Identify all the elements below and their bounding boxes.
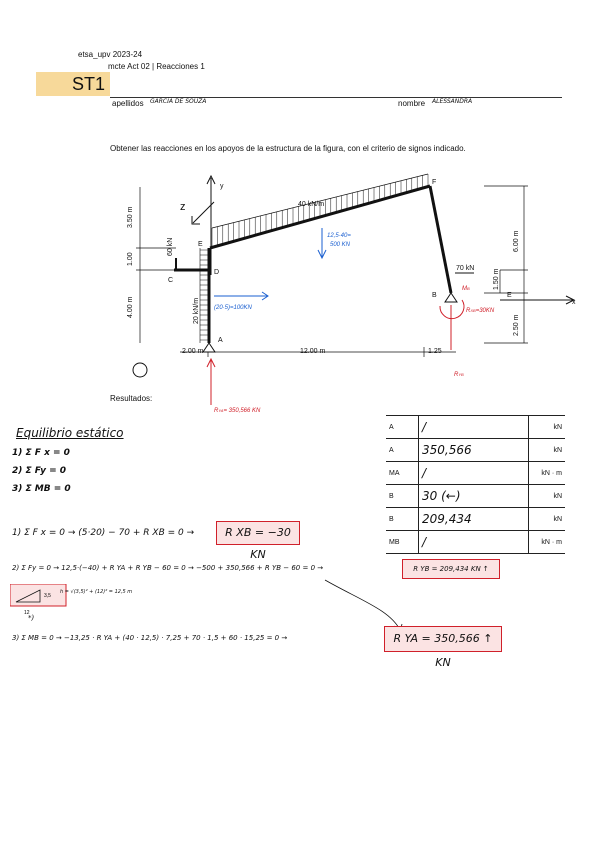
svg-text:RXB=30KN: RXB=30KN xyxy=(466,308,495,314)
mb-arc xyxy=(439,299,465,320)
step2-qmark: *) xyxy=(28,614,35,622)
eq2: 2) Σ Fy = 0 xyxy=(12,466,67,476)
y-axis-arrow xyxy=(206,174,216,185)
dim-right-2: 1.50 m xyxy=(493,268,500,290)
support-a xyxy=(202,342,216,353)
group-badge: ST1 xyxy=(36,72,110,96)
table-row: A/kN xyxy=(386,415,565,439)
node-f: F xyxy=(432,179,436,186)
step1-result: R XB = −30 KN xyxy=(216,521,300,561)
rafter-ef xyxy=(209,184,431,250)
axis-x-label: x xyxy=(572,299,576,306)
dim-bottom-1: 2.00 m xyxy=(182,348,204,355)
svg-text:RYA= 350,566 KN: RYA= 350,566 KN xyxy=(214,408,261,414)
dist-load-label: 40 kN/m xyxy=(298,201,324,208)
dim-left-2: 1.00 xyxy=(127,252,134,266)
svg-text:3,5: 3,5 xyxy=(44,593,51,599)
structure-figure: y x z 40 kN/m 20 kN/m 60 kN 70 kN 3.50 m… xyxy=(127,173,576,414)
node-d: D xyxy=(214,269,219,276)
step2-note: h = √(3,5)² + (12)² = 12,5 m xyxy=(60,589,133,595)
dim-bottom-2: 12.00 m xyxy=(300,348,325,355)
note-wall-resultant: (20·5)=100KN xyxy=(214,305,253,311)
support-b xyxy=(444,292,458,303)
name-label: nombre xyxy=(398,99,426,108)
eq3: 3) Σ MB = 0 xyxy=(12,484,71,494)
eq1: 1) Σ F x = 0 xyxy=(12,448,70,458)
note-resultant-2: 500 KN xyxy=(330,242,351,248)
school-label: etsa_upv 2023-24 xyxy=(78,50,143,59)
node-a: A xyxy=(218,337,223,344)
table-row: MB/kN · m xyxy=(386,530,565,554)
dim-left-1: 3.50 m xyxy=(127,206,134,228)
svg-text:RYB: RYB xyxy=(454,372,464,378)
wall-load-label: 20 kN/m xyxy=(193,298,200,324)
step1: 1) Σ F x = 0 → (5·20) − 70 + R XB = 0 → xyxy=(12,528,195,538)
node-c: C xyxy=(168,277,173,284)
triangle-sketch: 3,5 12 xyxy=(10,584,67,616)
equilibrium-title: Equilibrio estático xyxy=(16,426,124,440)
dim-right-1: 6.00 m xyxy=(513,230,520,252)
step2-result: R YB = 209,434 KN ↑ xyxy=(402,559,500,579)
node-b: B xyxy=(432,292,437,299)
node-e: E xyxy=(198,241,203,248)
step3: 3) Σ MB = 0 → −13,25 · R YA + (40 · 12,5… xyxy=(12,634,288,642)
header-rule xyxy=(110,97,562,98)
load-c-label: 60 kN xyxy=(167,238,174,256)
axis-z-label: z xyxy=(180,201,186,213)
node-e2: E xyxy=(507,292,512,299)
course-label: mcte Act 02 | Reacciones 1 xyxy=(108,62,205,71)
note-resultant-1: 12,5·40= xyxy=(327,233,351,239)
results-label: Resultados: xyxy=(110,394,153,403)
dim-left-3: 4.00 m xyxy=(127,296,134,318)
svg-text:MB: MB xyxy=(462,286,470,292)
axis-y-label: y xyxy=(220,183,224,190)
dim-right-3: 2.50 m xyxy=(513,314,520,336)
moment-sign-icon xyxy=(132,362,148,378)
load-b-label: 70 kN xyxy=(456,265,474,272)
step3-result: R YA = 350,566 ↑ KN xyxy=(384,626,502,669)
svg-text:12: 12 xyxy=(24,610,30,616)
dim-bottom-3: 1.25 xyxy=(428,348,442,355)
table-row: MA/kN · m xyxy=(386,461,565,485)
z-axis-arrow xyxy=(192,201,215,224)
x-axis-arrow xyxy=(565,295,576,305)
name-value: ALESSANDRA xyxy=(432,98,473,105)
step2: 2) Σ Fy = 0 → 12,5·(−40) + R YA + R YB −… xyxy=(12,564,324,572)
problem-statement: Obtener las reacciones en los apoyos de … xyxy=(110,144,466,153)
link-arrow xyxy=(324,579,401,631)
surname-value: GARCÍA DE SOUZA xyxy=(150,98,207,105)
column-fb xyxy=(428,185,453,294)
surname-label: apellidos xyxy=(112,99,144,108)
